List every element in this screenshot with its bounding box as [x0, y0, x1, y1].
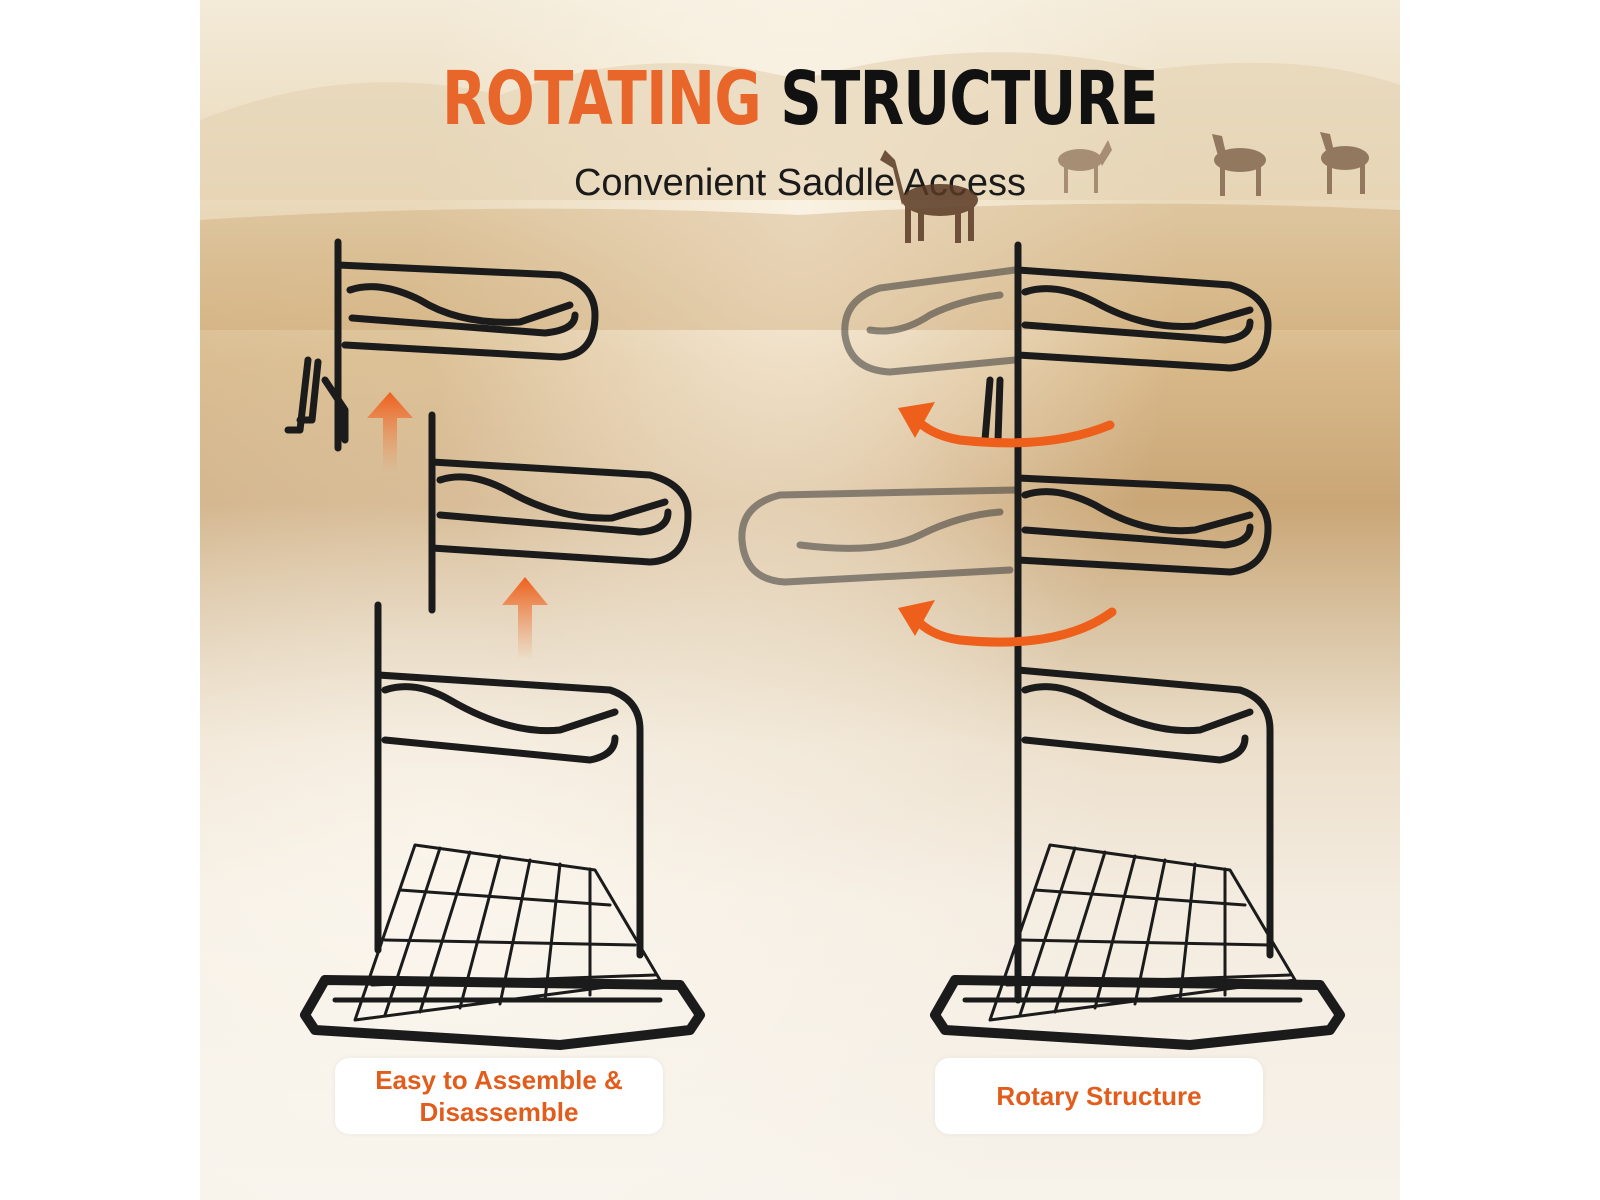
horse-4 [1320, 132, 1369, 194]
caption-assemble-text: Easy to Assemble & Disassemble [375, 1064, 623, 1128]
assembly-arrows [367, 392, 548, 660]
horse-2 [1058, 140, 1112, 193]
page-title: ROTATING STRUCTURE [332, 62, 1268, 136]
rack-exploded-view [284, 238, 705, 1050]
caption-rotary-text: Rotary Structure [996, 1080, 1202, 1111]
arrowhead-icon [898, 600, 935, 636]
caption-assemble: Easy to Assemble & Disassemble [335, 1058, 663, 1134]
arrow-up-icon [367, 392, 413, 472]
ghost-rotated-arms [738, 266, 1019, 586]
background-landscape [200, 52, 1400, 330]
rotate-arrow-icon [910, 413, 1115, 448]
rack-right-wire-basket [988, 843, 1297, 1022]
arrow-up-icon [502, 577, 548, 660]
rotate-arrow-icon [910, 607, 1117, 647]
horse-3 [1212, 134, 1266, 196]
caption-rotary: Rotary Structure [935, 1058, 1263, 1134]
title-highlight: ROTATING [442, 56, 762, 142]
rack-top-section [284, 238, 599, 452]
rotation-arrows [910, 413, 1117, 647]
arrowhead-icon [898, 402, 935, 438]
title-rest: STRUCTURE [780, 56, 1158, 142]
rack-wire-basket [353, 843, 662, 1022]
horse-silhouettes [880, 132, 1369, 243]
horse-1 [880, 150, 978, 243]
rack-middle-section [428, 411, 692, 614]
rack-rotary-view [738, 241, 1345, 1050]
